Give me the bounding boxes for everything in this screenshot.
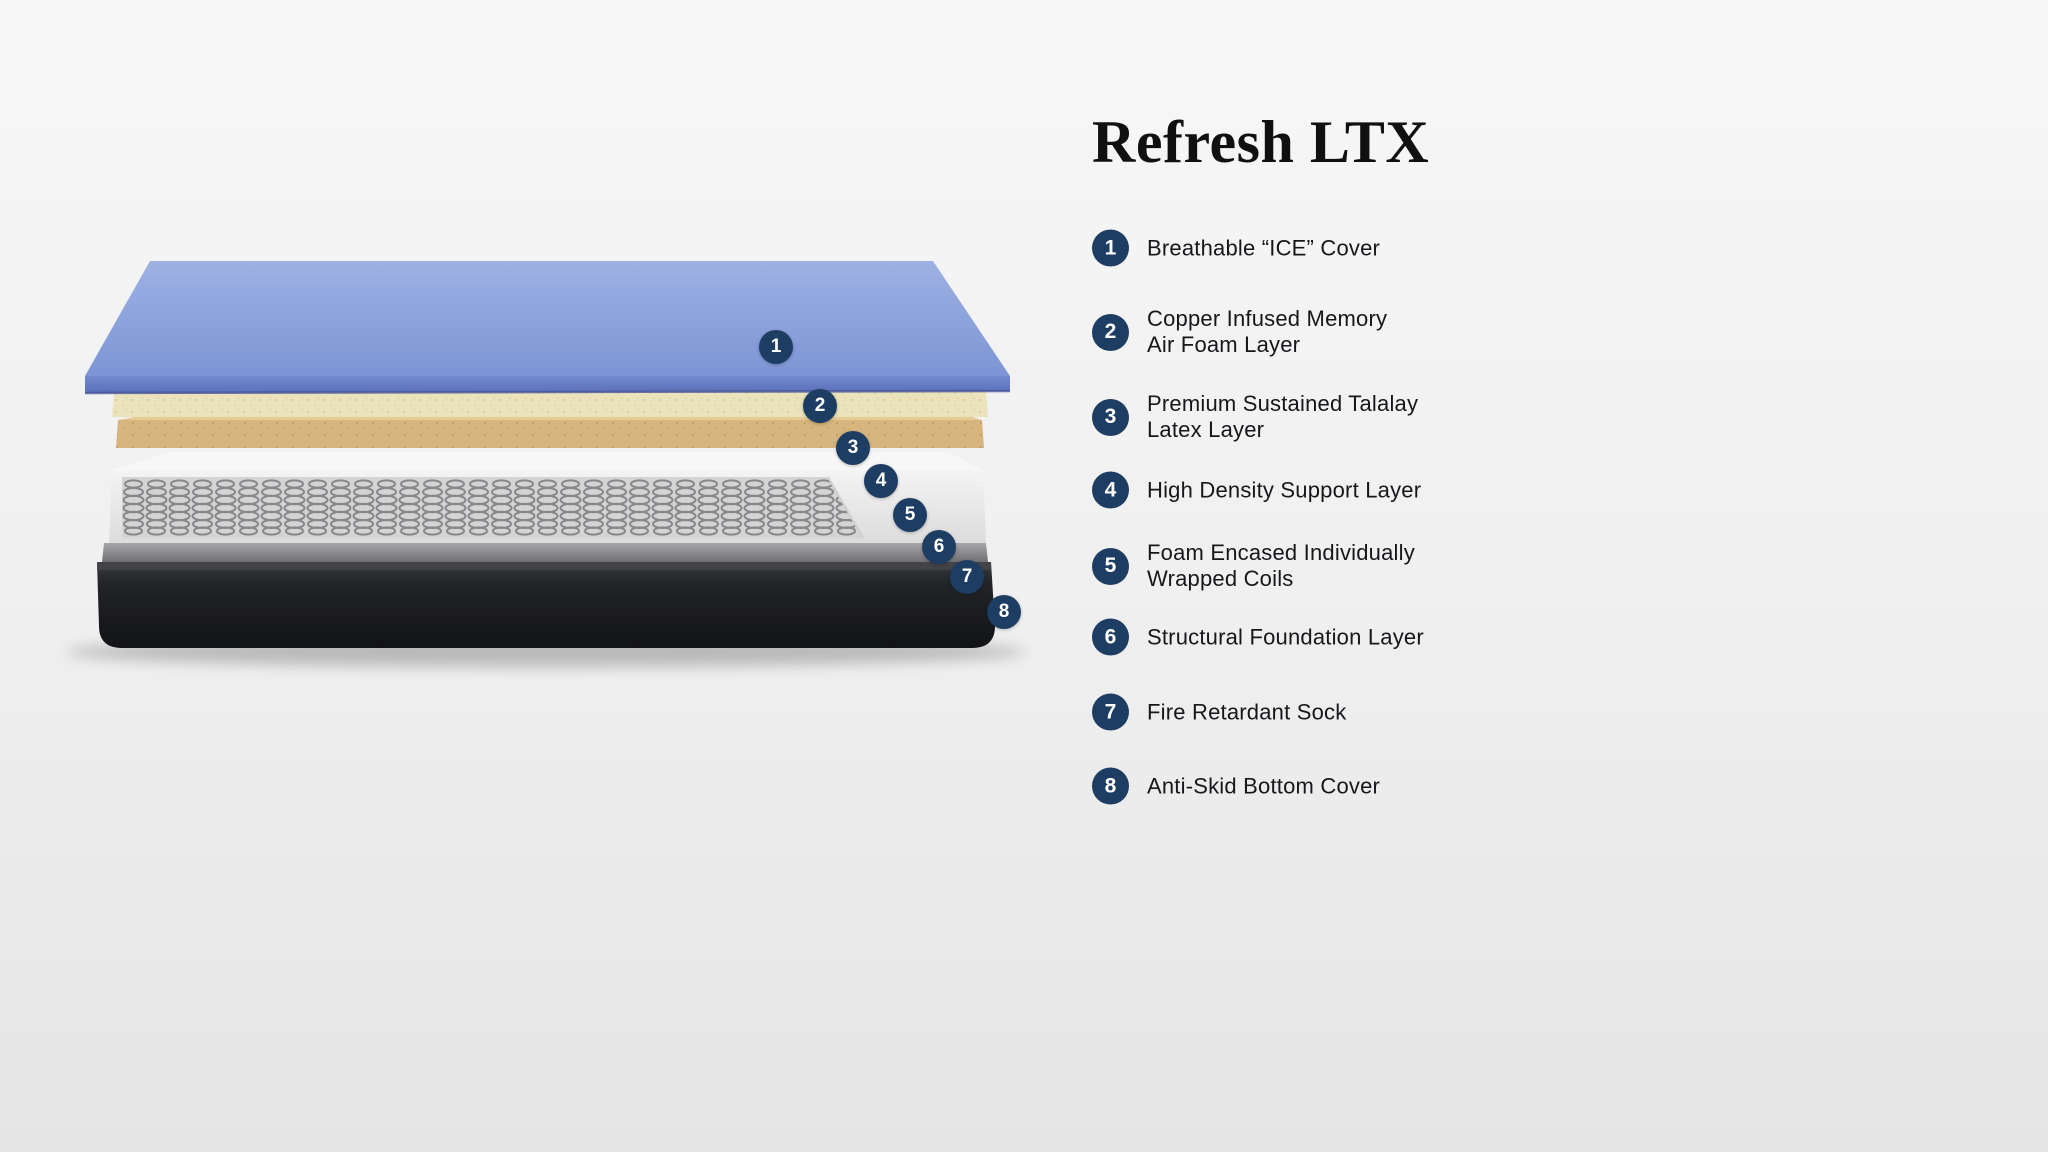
legend-item-number: 7 <box>1092 693 1129 731</box>
legend-item-number: 5 <box>1092 547 1129 585</box>
legend-item-number: 3 <box>1092 398 1129 436</box>
legend-item-number: 8 <box>1092 767 1129 805</box>
layer-cover-top <box>85 261 1010 376</box>
layer-support-top <box>112 452 983 470</box>
layer-latex-front <box>116 420 984 448</box>
legend-item-number: 4 <box>1092 471 1129 509</box>
legend-item-7: 7 Fire Retardant Sock <box>1092 693 1347 731</box>
legend-item-4: 4 High Density Support Layer <box>1092 471 1422 509</box>
legend-item-6: 6 Structural Foundation Layer <box>1092 618 1424 656</box>
layer-marker-4: 4 <box>864 464 898 498</box>
legend-item-label: Structural Foundation Layer <box>1147 624 1424 649</box>
marker-number: 4 <box>875 470 887 491</box>
layer-marker-5: 5 <box>893 498 927 532</box>
cover-piping-edge <box>84 389 1011 395</box>
legend-item-8: 8 Anti-Skid Bottom Cover <box>1092 767 1381 805</box>
marker-number: 8 <box>998 601 1010 622</box>
layer-marker-6: 6 <box>922 530 956 564</box>
marker-number: 7 <box>961 566 973 587</box>
legend-item-label: Breathable “ICE” Cover <box>1147 235 1381 260</box>
coil-cut-edge <box>827 476 864 539</box>
legend: Refresh LTX 1 Breathable “ICE” Cover 2 C… <box>1092 0 1592 1152</box>
layer-marker-1: 1 <box>759 330 793 364</box>
legend-item-number: 1 <box>1092 229 1129 267</box>
marker-number: 5 <box>904 504 916 525</box>
layer-base-lip <box>97 562 991 570</box>
marker-number: 2 <box>814 395 826 416</box>
legend-item-number: 2 <box>1092 313 1129 351</box>
product-title: Refresh LTX <box>1092 109 1430 175</box>
layer-base <box>97 562 995 648</box>
layer-marker-3: 3 <box>836 431 870 465</box>
legend-item-label: Fire Retardant Sock <box>1147 699 1347 724</box>
layer-foundation <box>102 543 988 562</box>
layer-coils <box>122 477 863 538</box>
layer-marker-8: 8 <box>987 595 1021 629</box>
legend-item-number: 6 <box>1092 618 1129 656</box>
legend-item-label: Anti-Skid Bottom Cover <box>1147 773 1381 798</box>
marker-number: 1 <box>770 336 782 357</box>
layer-marker-2: 2 <box>803 389 837 423</box>
layer-marker-7: 7 <box>950 560 984 594</box>
legend-item-label: High Density Support Layer <box>1147 477 1422 502</box>
legend-item-1: 1 Breathable “ICE” Cover <box>1092 229 1381 267</box>
layer-memory-front <box>112 392 988 417</box>
layer-cover-front <box>85 376 1010 393</box>
marker-number: 3 <box>847 437 859 458</box>
marker-number: 6 <box>933 536 945 557</box>
